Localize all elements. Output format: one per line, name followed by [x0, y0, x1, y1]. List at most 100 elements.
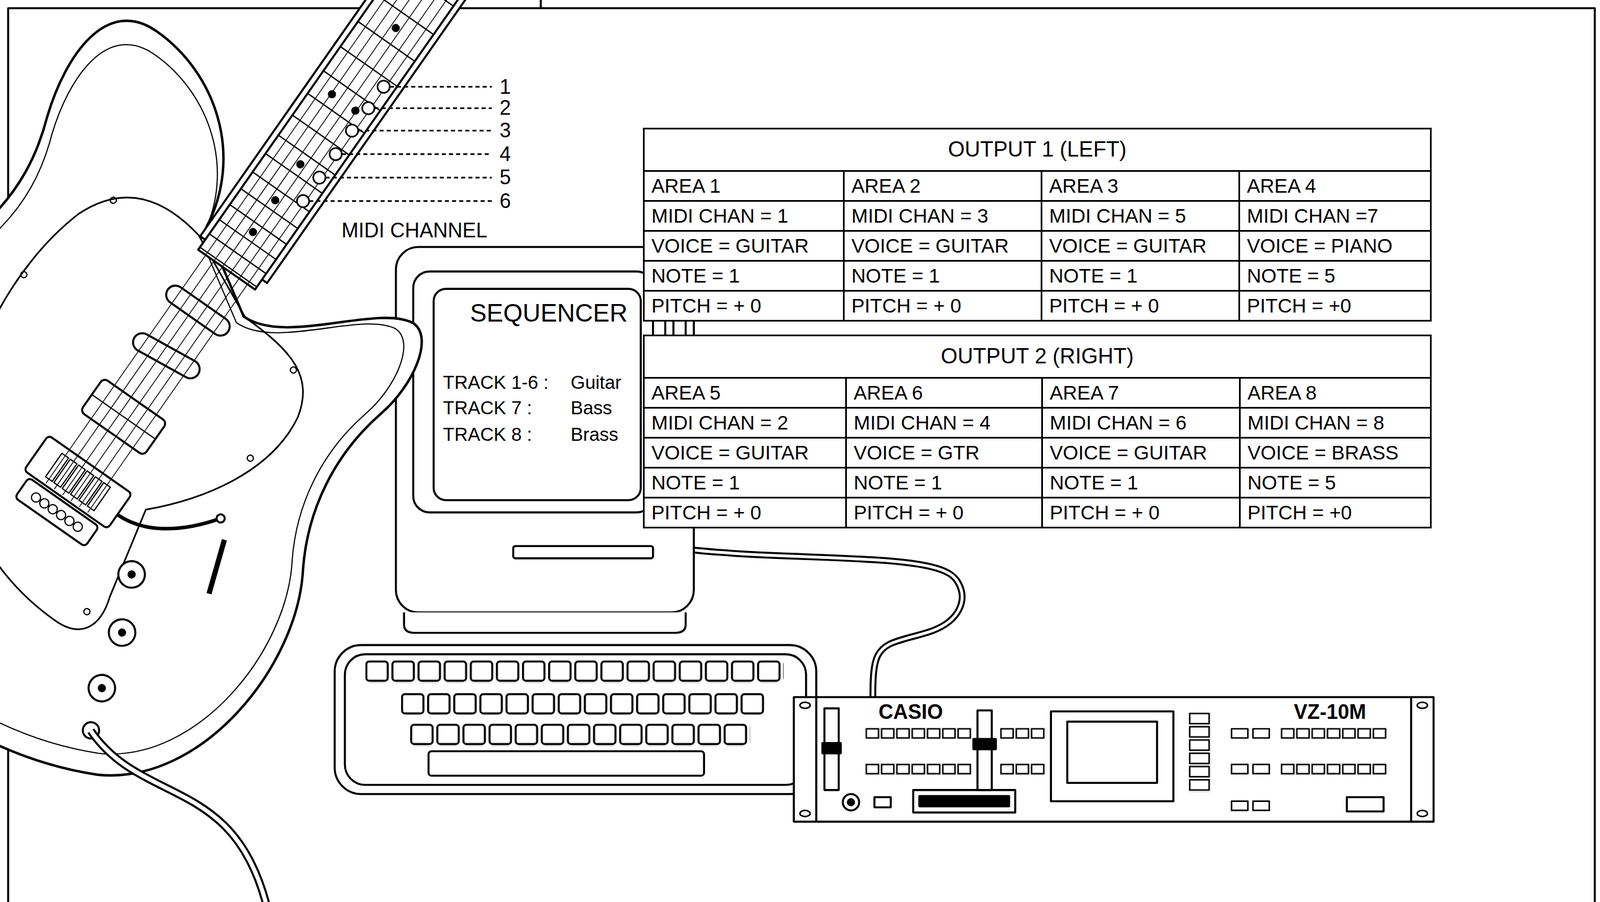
table-cell: PITCH = +0: [1240, 496, 1430, 527]
cell-text: AREA 8: [1247, 381, 1317, 404]
key-row: [365, 659, 784, 683]
table-cell: AREA 4: [1240, 170, 1430, 200]
guitar-cable: [90, 730, 268, 902]
table-cell: NOTE = 5: [1240, 259, 1430, 290]
area-column: AREA 8 MIDI CHAN = 8VOICE = BRASSNOTE = 5…: [1240, 376, 1430, 527]
cell-text: AREA 1: [651, 174, 721, 198]
cell-text: AREA 2: [851, 174, 921, 198]
table-cell: VOICE = BRASS: [1240, 436, 1430, 467]
middle-pickup: [129, 329, 203, 382]
frets: [200, 0, 602, 288]
button-row: [864, 727, 973, 741]
text-slot: SEQUENCER: [468, 298, 629, 328]
callout-number: 4: [497, 144, 513, 165]
text-slot: VZ-10M: [1292, 700, 1368, 724]
table-cell: PITCH = + 0: [644, 289, 843, 320]
table-cell: MIDI CHAN = 8: [1240, 406, 1430, 437]
cell-text: AREA 5: [651, 381, 721, 404]
table-heading: OUTPUT 1 (LEFT): [948, 137, 1127, 163]
guitar-body: [0, 0, 533, 855]
callout-number: 6: [497, 190, 513, 212]
cell-text: MIDI CHAN = 6: [1049, 411, 1187, 434]
cell-text: MIDI CHAN = 8: [1247, 411, 1385, 434]
fine-tuners: [29, 490, 85, 533]
small-button: [874, 796, 891, 807]
text-slot: Brass: [569, 423, 620, 446]
power-switch: [1346, 796, 1384, 811]
space-bar: [428, 750, 705, 776]
area-column: AREA 2MIDI CHAN = 3VOICE = GUITARNOTE = …: [844, 170, 1043, 320]
label-slot: 2: [497, 97, 513, 119]
table-cell: MIDI CHAN = 5: [1042, 200, 1239, 230]
computer-keyboard: [334, 644, 816, 794]
area-column: AREA 4MIDI CHAN =7VOICE = PIANONOTE = 5P…: [1240, 170, 1430, 320]
screen-text: TRACK 7 :: [441, 397, 534, 419]
guitar-strings: [45, 0, 671, 513]
text-slot: TRACK 8 :: [441, 423, 534, 446]
button-row: [1280, 763, 1389, 776]
fine-tuner-plate: [14, 477, 99, 547]
axis-caption: MIDI CHANNEL: [339, 220, 489, 241]
table-cell: MIDI CHAN = 3: [844, 200, 1041, 230]
pickup-switch: [193, 539, 239, 594]
cell-text: NOTE = 1: [851, 264, 941, 288]
cell-text: PITCH = +0: [1247, 501, 1352, 524]
cell-text: MIDI CHAN = 1: [651, 204, 789, 228]
cell-text: PITCH = + 0: [651, 294, 762, 317]
callout-number: 2: [497, 97, 513, 119]
callout-number: 1: [497, 76, 513, 98]
cell-text: VOICE = GUITAR: [651, 441, 809, 464]
table-cell: VOICE = GTR: [846, 436, 1042, 467]
monitor-screen: [433, 288, 642, 500]
panel-label: VZ-10M: [1292, 700, 1368, 724]
table-cell: NOTE = 1: [1042, 466, 1239, 497]
area-column: AREA 1MIDI CHAN = 1VOICE = GUITARNOTE = …: [644, 170, 845, 320]
callout-number: 5: [497, 167, 513, 188]
body-bevel: [0, 10, 509, 829]
leader-line: [309, 87, 492, 202]
synth-module: CASIOVZ-10M: [793, 697, 1434, 822]
label-slot: 1: [497, 76, 513, 98]
monitor-bezel: [412, 271, 653, 512]
text-slot: Bass: [569, 397, 613, 419]
table-cell: VOICE = GUITAR: [1042, 229, 1239, 260]
table-cell: NOTE = 1: [846, 466, 1042, 497]
neck-pickup: [162, 281, 234, 339]
area-column: AREA 5MIDI CHAN = 2VOICE = GUITARNOTE = …: [644, 376, 847, 527]
cartridge-slot: [912, 789, 1016, 813]
screen-text: Brass: [569, 423, 620, 446]
button-row: [864, 763, 973, 776]
slider-knob: [822, 742, 842, 754]
screen-text: SEQUENCER: [468, 298, 629, 328]
label-slot: 6: [497, 190, 513, 212]
button-column: [1188, 712, 1212, 793]
table-heading-row: OUTPUT 1 (LEFT): [644, 129, 1430, 171]
cell-text: NOTE = 1: [1049, 264, 1138, 288]
table-cell: PITCH = + 0: [1042, 289, 1239, 320]
cell-text: MIDI CHAN = 2: [651, 411, 789, 434]
screen-text: TRACK 8 :: [441, 423, 534, 446]
table-cell: AREA 1: [644, 170, 843, 200]
table-cell: VOICE = GUITAR: [644, 436, 846, 467]
button-row: [1280, 727, 1389, 741]
table-cell: AREA 7: [1042, 376, 1239, 407]
cell-text: MIDI CHAN = 4: [853, 411, 991, 434]
table-cell: PITCH = + 0: [1042, 496, 1239, 527]
label-slot: 5: [497, 167, 513, 188]
button-row: [1000, 727, 1046, 741]
area-column: AREA 7MIDI CHAN = 6VOICE = GUITARNOTE = …: [1042, 376, 1241, 527]
table-cell: MIDI CHAN = 2: [644, 406, 846, 437]
button-row: [1000, 763, 1046, 776]
text-slot: TRACK 1-6 :: [441, 371, 550, 394]
cell-text: AREA 4: [1246, 174, 1317, 198]
label-slot: 4: [497, 144, 513, 165]
guitar-cable-core: [90, 730, 268, 902]
cell-text: PITCH = + 0: [651, 501, 762, 524]
text-slot: TRACK 7 :: [441, 397, 534, 419]
table-cell: PITCH = + 0: [846, 496, 1042, 527]
table-cell: AREA 2: [844, 170, 1041, 200]
cell-text: AREA 6: [853, 381, 924, 404]
table-cell: NOTE = 5: [1240, 466, 1430, 497]
